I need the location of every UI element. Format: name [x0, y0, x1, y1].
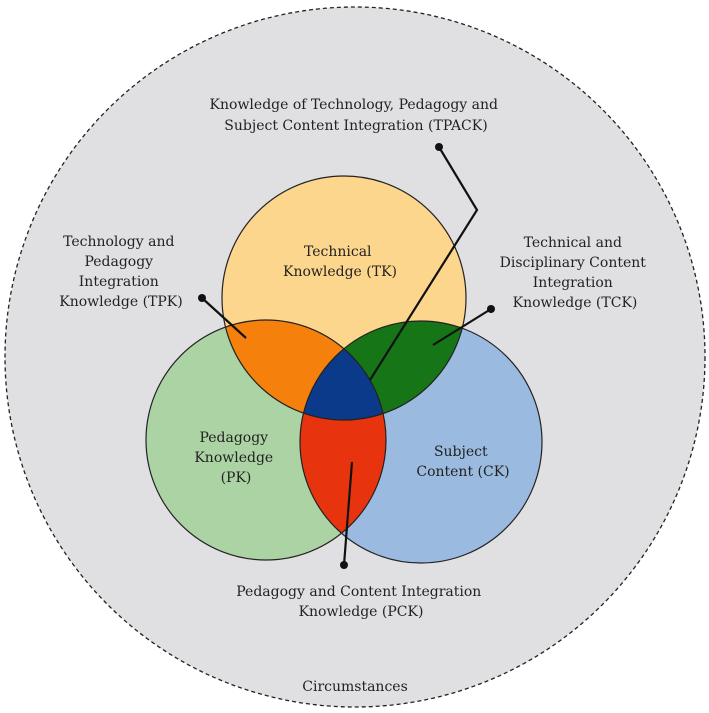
tk-label: Technical Knowledge (TK)	[283, 244, 397, 280]
tpack-label: Knowledge of Technology, Pedagogy and Su…	[210, 97, 503, 134]
context-label: Circumstances	[302, 679, 408, 695]
tpk-leader-line	[201, 297, 247, 339]
ck-outline	[299, 320, 543, 564]
pk-outline	[145, 319, 387, 561]
tpk-label: Technology and Pedagogy Integration Know…	[59, 234, 182, 310]
tck-leader-line	[432, 308, 492, 346]
tck-leader-dot	[487, 305, 495, 313]
tk-outline	[221, 175, 467, 421]
tpk-leader-dot	[198, 294, 206, 302]
pck-label: Pedagogy and Content Integration Knowled…	[236, 584, 486, 620]
tck-label: Technical and Disciplinary Content Integ…	[500, 235, 651, 311]
ck-label: Subject Content (CK)	[416, 444, 509, 480]
tpack-overlap	[300, 321, 386, 420]
tpack-leader-dot	[435, 143, 443, 151]
pck-leader-dot	[340, 561, 348, 569]
tpack-leader-line	[369, 146, 479, 381]
pck-leader-line	[342, 461, 354, 566]
pk-label: Pedagogy Knowledge (PK)	[194, 430, 277, 486]
